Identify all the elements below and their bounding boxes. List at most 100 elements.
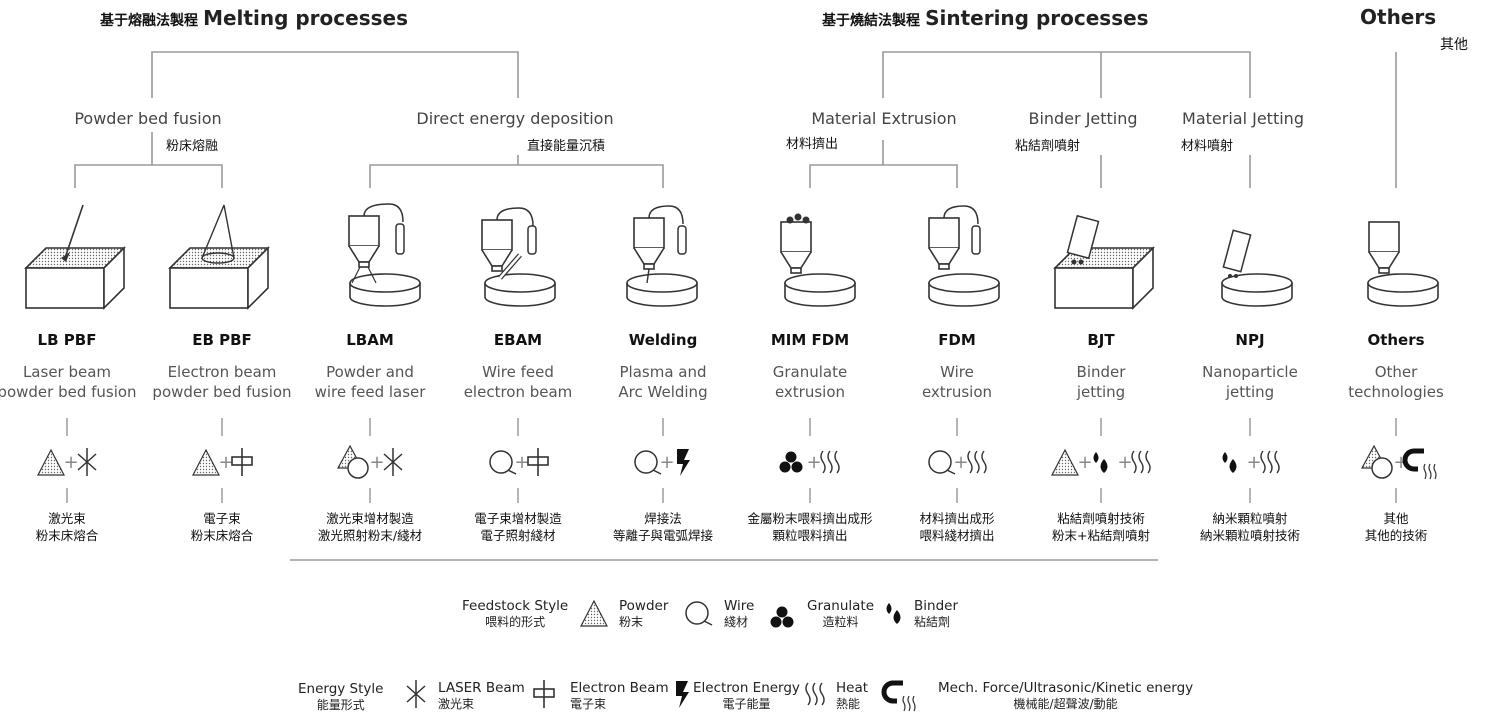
process-zh-line2: 納米顆粒噴射技術 <box>1199 528 1301 543</box>
process-desc-line1: Powder and <box>326 363 414 381</box>
heat-icon <box>820 450 840 474</box>
process-code: EB PBF <box>192 331 252 349</box>
binder-icon <box>1093 452 1108 473</box>
process-code: Welding <box>628 331 698 349</box>
process-zh-line1: 激光束 <box>48 511 86 526</box>
wire-icon <box>489 450 517 475</box>
legend-mech-label: Mech. Force/Ultrasonic/Kinetic energy <box>938 680 1194 696</box>
laser-icon <box>77 447 97 477</box>
legend-item-electron-beam: Electron Beam 電子束 <box>570 680 669 712</box>
process-zh-line2: 激光照射粉末/綫材 <box>317 528 423 543</box>
group-mex-zh: 材料擠出 <box>786 137 839 152</box>
plus-sign: + <box>218 452 233 473</box>
binder-icon <box>1222 452 1237 473</box>
process-zh-line2: 粉末床熔合 <box>190 528 254 543</box>
plus-sign: + <box>63 452 78 473</box>
legend-electron-energy-icon <box>676 681 689 708</box>
process-desc-line1: Other <box>1374 363 1418 381</box>
legend-item-laser: LASER Beam 激光束 <box>438 680 525 712</box>
powder-wire-icon <box>337 445 369 479</box>
group-ded-label: Direct energy deposition <box>416 109 614 128</box>
process-zh-line1: 材料擠出成形 <box>919 511 995 526</box>
plus-sign: + <box>659 452 674 473</box>
process-code: NPJ <box>1235 331 1265 349</box>
legend-binder-icon <box>886 603 901 624</box>
legend-electron-beam-zh: 電子束 <box>570 697 607 711</box>
legend-electron-beam-label: Electron Beam <box>570 680 669 696</box>
process-desc-line1: Laser beam <box>22 363 112 381</box>
process-desc-line1: Wire <box>940 363 974 381</box>
granulate-icon <box>779 451 803 473</box>
legend-binder-zh: 粘結劑 <box>914 615 951 629</box>
legend-feedstock-title: Feedstock Style 喂料的形式 <box>462 598 568 630</box>
plus-sign: + <box>1117 452 1132 473</box>
laser-icon <box>383 447 403 477</box>
melting-header-zh: 基于熔融法製程 <box>100 13 198 29</box>
process-desc-line1: Electron beam <box>167 363 277 381</box>
plus-sign: + <box>514 452 529 473</box>
legend-heat-zh: 熱能 <box>836 697 861 711</box>
electron-icon <box>527 447 549 477</box>
legend-electron-energy-zh: 電子能量 <box>722 697 771 711</box>
plus-sign: + <box>369 452 384 473</box>
powder-icon <box>1051 449 1079 476</box>
legend-powder-zh: 粉末 <box>619 615 644 629</box>
legend-wire-icon <box>685 601 713 626</box>
process-desc-line2: extrusion <box>921 383 993 401</box>
legend-heat-label: Heat <box>836 680 869 696</box>
process-desc-line1: Nanoparticle <box>1202 363 1298 381</box>
legend-item-mech: Mech. Force/Ultrasonic/Kinetic energy 機械… <box>938 680 1193 712</box>
process-code: EBAM <box>493 331 543 349</box>
group-bj-label: Binder Jetting <box>1028 109 1138 128</box>
process-zh-line2: 顆粒喂料擠出 <box>772 528 848 543</box>
process-zh-line1: 其他 <box>1383 511 1409 526</box>
process-zh-line1: 粘結劑噴射技術 <box>1057 511 1145 526</box>
powder-icon <box>192 449 220 476</box>
group-mj-zh: 材料噴射 <box>1181 139 1234 154</box>
process-code: BJT <box>1087 331 1115 349</box>
process-desc-line2: Arc Welding <box>618 383 708 401</box>
legend-item-heat: Heat 熱能 <box>836 680 868 712</box>
wire-icon <box>928 450 956 475</box>
plus-sign: + <box>806 452 821 473</box>
legend-electron-beam-icon <box>533 679 555 709</box>
process-zh-line2: 等離子與電弧焊接 <box>612 528 714 543</box>
legend-laser-label: LASER Beam <box>438 680 525 696</box>
legend-item-electron-energy: Electron Energy 電子能量 <box>693 680 800 712</box>
process-zh-line2: 粉末+粘結劑噴射 <box>1052 528 1150 543</box>
process-desc-line2: powder bed fusion <box>0 383 137 401</box>
group-mex-label: Material Extrusion <box>811 109 957 128</box>
group-ded-zh: 直接能量沉積 <box>527 139 606 154</box>
plus-sign: + <box>1077 452 1092 473</box>
process-zh-line1: 焊接法 <box>644 511 682 526</box>
process-zh-line1: 金屬粉末喂料擠出成形 <box>747 511 873 526</box>
process-desc-line2: jetting <box>1076 383 1126 401</box>
legend-powder-label: Powder <box>619 598 669 614</box>
process-zh-line1: 激光束增材製造 <box>326 511 414 526</box>
legend-electron-energy-label: Electron Energy <box>693 680 800 696</box>
process-desc-line1: Plasma and <box>619 363 707 381</box>
process-desc-line2: technologies <box>1348 383 1444 401</box>
legend-feedstock-title-zh: 喂料的形式 <box>485 615 546 629</box>
legend-laser-beam-icon <box>406 679 426 709</box>
group-pbf-label: Powder bed fusion <box>74 109 222 128</box>
process-code: FDM <box>938 331 976 349</box>
process-zh-line2: 喂料綫材擠出 <box>919 528 995 543</box>
process-desc-line1: Binder <box>1076 363 1126 381</box>
heat-icon <box>967 450 987 474</box>
legend-granulate-icon <box>770 606 794 628</box>
process-desc-line2: wire feed laser <box>314 383 426 401</box>
process-zh-line1: 電子束增材製造 <box>474 511 562 526</box>
process-desc-line2: jetting <box>1225 383 1275 401</box>
process-zh-line2: 電子照射綫材 <box>480 528 556 543</box>
process-desc-line1: Granulate <box>772 363 848 381</box>
legend-mech-zh: 機械能/超聲波/動能 <box>1013 697 1118 711</box>
plus-sign: + <box>953 452 968 473</box>
group-bj-zh: 粘結劑噴射 <box>1015 139 1081 154</box>
sintering-header-zh: 基于燒結法製程 <box>822 13 920 29</box>
group-mj-label: Material Jetting <box>1182 109 1304 128</box>
process-zh-line2: 粉末床熔合 <box>35 528 99 543</box>
sintering-header-en: Sintering processes <box>925 6 1149 30</box>
process-zh-line1: 納米顆粒噴射 <box>1212 511 1288 526</box>
